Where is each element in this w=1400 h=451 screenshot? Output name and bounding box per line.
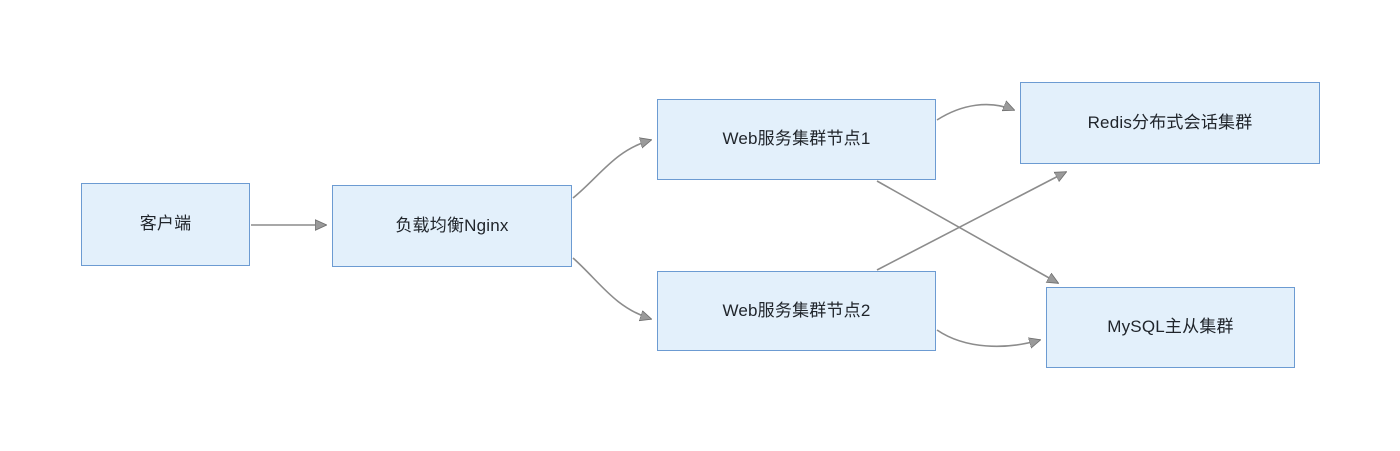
node-redis-session-cluster[interactable]: Redis分布式会话集群	[1020, 82, 1320, 164]
edge-web2-to-redis	[876, 172, 1066, 271]
edge-web2-to-mysql	[936, 329, 1040, 346]
node-client-label: 客户端	[139, 214, 192, 234]
node-mysql-cluster-label: MySQL主从集群	[1107, 317, 1234, 337]
edge-nginx-to-web1	[572, 140, 651, 199]
node-web-cluster-2-label: Web服务集群节点2	[722, 300, 871, 320]
node-redis-session-cluster-label: Redis分布式会话集群	[1087, 112, 1253, 132]
node-web-cluster-2[interactable]: Web服务集群节点2	[657, 271, 936, 351]
node-web-cluster-1-label: Web服务集群节点1	[722, 129, 871, 149]
node-nginx-label: 负载均衡Nginx	[395, 215, 509, 235]
edge-nginx-to-web2	[572, 257, 651, 319]
node-mysql-cluster[interactable]: MySQL主从集群	[1046, 287, 1295, 368]
node-nginx[interactable]: 负载均衡Nginx	[332, 185, 572, 267]
edge-web1-to-mysql	[876, 180, 1058, 283]
node-web-cluster-1[interactable]: Web服务集群节点1	[657, 99, 936, 180]
node-client[interactable]: 客户端	[81, 183, 250, 266]
edge-web1-to-redis	[936, 105, 1014, 121]
